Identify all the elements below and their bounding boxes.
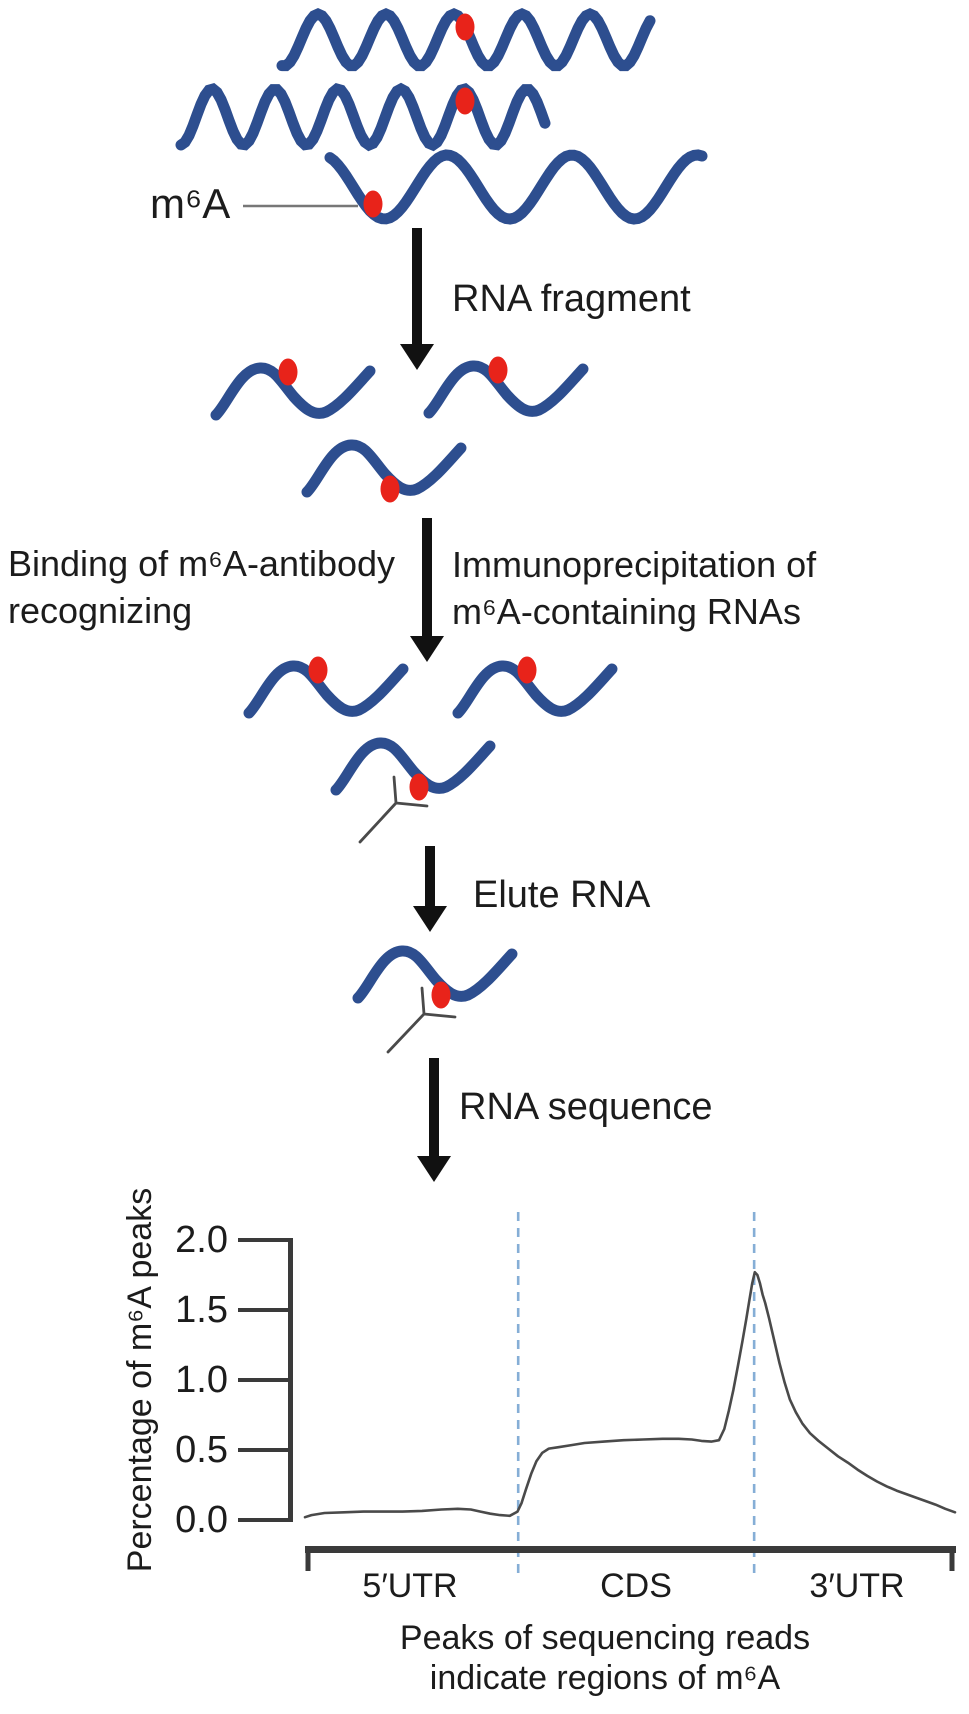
y-tick-label-1-0: 1.0 (175, 1359, 228, 1401)
region-label-5utr: 5′UTR (362, 1567, 458, 1605)
y-tick-label-0-0: 0.0 (175, 1499, 228, 1541)
region-label-3utr: 3′UTR (809, 1567, 905, 1605)
metagene-chart-graphics (238, 1212, 957, 1574)
immunoprecipitation-line2: m⁶A-containing RNAs (452, 591, 801, 632)
chart-caption-line2: indicate regions of m⁶A (429, 1659, 781, 1697)
m6a-annotation-label: m⁶A (150, 180, 231, 227)
antibody-glyphs (358, 775, 457, 1054)
step-label-elute-rna: Elute RNA (473, 874, 651, 916)
rna-fragments (210, 360, 618, 1004)
step-label-rna-sequence: RNA sequence (459, 1086, 713, 1128)
y-tick-label-2-0: 2.0 (175, 1219, 228, 1261)
rna-strands (175, 7, 708, 225)
antibody-binding-line1: Binding of m⁶A-antibody (8, 543, 396, 584)
step-label-immunoprecipitation: Immunoprecipitation of m⁶A-containing RN… (452, 541, 816, 635)
y-tick-label-0-5: 0.5 (175, 1429, 228, 1471)
y-tick-label-1-5: 1.5 (175, 1289, 228, 1331)
region-label-cds: CDS (600, 1567, 672, 1605)
m6a-dots (278, 13, 537, 1009)
antibody-binding-line2: recognizing (8, 590, 193, 631)
step-label-rna-fragment: RNA fragment (452, 278, 691, 320)
chart-caption-line1: Peaks of sequencing reads (399, 1619, 811, 1657)
immunoprecipitation-line1: Immunoprecipitation of (452, 544, 817, 585)
step-label-antibody-binding: Binding of m⁶A-antibody recognizing (8, 540, 395, 634)
workflow-down-arrow-icons (400, 228, 451, 1182)
